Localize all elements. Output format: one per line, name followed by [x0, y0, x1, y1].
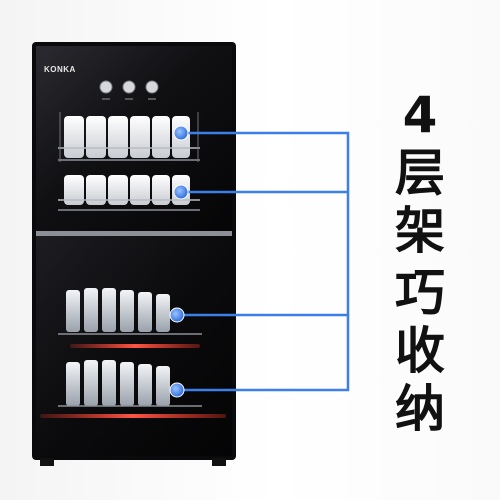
headline-char: 收 — [395, 322, 445, 380]
heater-tube — [70, 344, 200, 348]
headline-char: 架 — [395, 202, 445, 260]
rack-3-plates — [58, 288, 202, 335]
brand-logo: KONKA — [44, 65, 76, 74]
knob-icon[interactable] — [145, 80, 159, 94]
knob-icon[interactable] — [122, 80, 136, 94]
rack-marker-icon — [173, 125, 189, 141]
knob-icon[interactable] — [99, 80, 113, 94]
rack-2-bowls — [58, 175, 200, 211]
headline-char: 4 — [402, 86, 438, 144]
door-divider-handle — [36, 231, 232, 236]
cabinet-foot-right — [212, 458, 226, 466]
knob-caption-mark — [102, 98, 110, 100]
headline-char: 纳 — [395, 380, 445, 438]
rack-marker-icon — [169, 307, 185, 323]
knob-caption-mark — [148, 98, 156, 100]
rack-marker-icon — [173, 184, 189, 200]
headline-char: 层 — [395, 144, 445, 202]
headline-char: 巧 — [395, 264, 445, 322]
knob-caption-mark — [125, 98, 133, 100]
rack-1-bowls — [58, 112, 200, 162]
control-panel — [99, 80, 159, 100]
rack-marker-icon — [169, 382, 185, 398]
callout-line-upper — [181, 131, 350, 230]
rack-callout-lines — [177, 131, 350, 392]
rack-callout-dots — [169, 125, 189, 398]
cabinet-foot-left — [40, 458, 54, 466]
headline-smart-storage: 巧 收 纳 — [385, 268, 455, 442]
callout-line-rack-4 — [177, 315, 350, 392]
heater-tube — [40, 414, 226, 418]
rack-4-plates — [58, 360, 202, 407]
headline-four-layer-rack: 4 层 架 — [385, 90, 455, 264]
disinfection-cabinet: KONKA — [32, 42, 236, 466]
